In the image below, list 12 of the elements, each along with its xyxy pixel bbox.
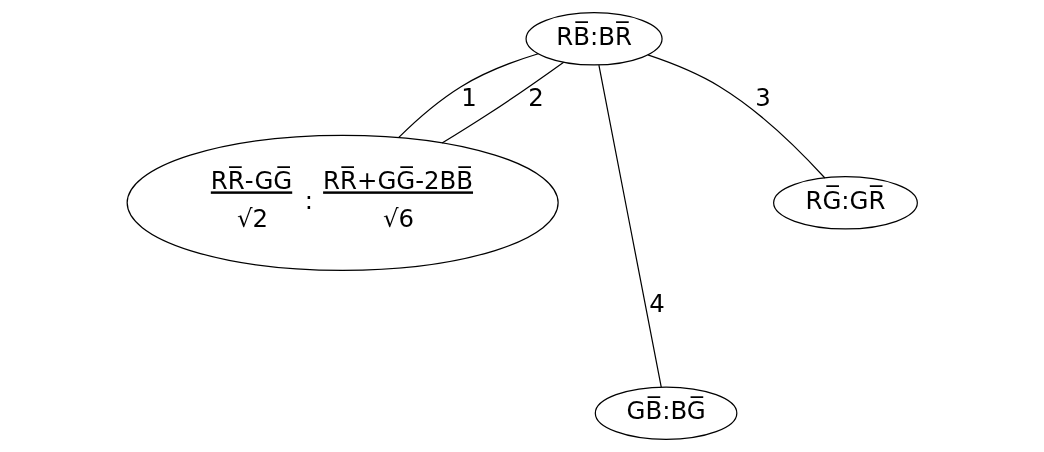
connector xyxy=(647,54,826,179)
edge-label: 1 xyxy=(461,83,477,113)
connector xyxy=(441,61,565,144)
node-ellipse: RG̅:GR̅ xyxy=(773,176,918,230)
edge-label: 4 xyxy=(649,288,665,318)
node-ellipse: RR̅-GG̅ : RR̅+GG̅-2BB̅ √2 √6 xyxy=(126,134,559,271)
edge-label: 3 xyxy=(755,83,771,113)
connector xyxy=(598,64,662,388)
connector xyxy=(397,53,539,139)
edge-label: 2 xyxy=(528,83,544,113)
node-ellipse: GB̅:BG̅ xyxy=(594,386,738,440)
node-ellipse: RB̅:BR̅ xyxy=(525,12,663,66)
